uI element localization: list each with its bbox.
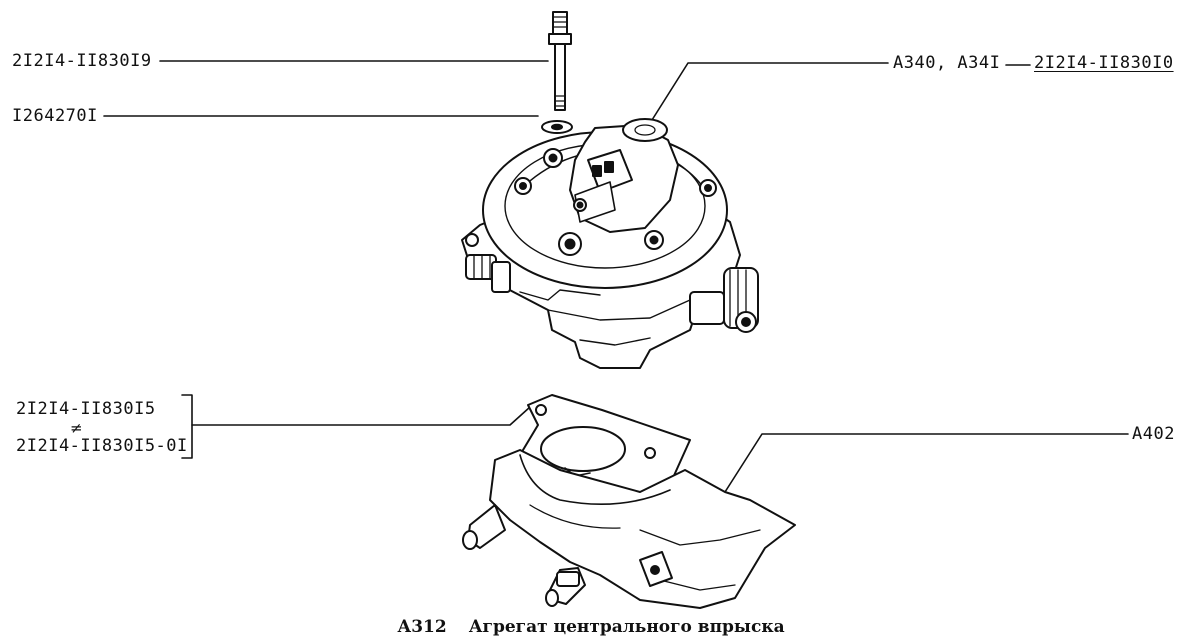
label-gasket-1: 2I2I4-II830I5 — [16, 399, 156, 419]
leader-lines — [103, 60, 1129, 493]
left-fuel-fitting — [465, 254, 511, 293]
leader-assembly — [651, 62, 889, 121]
label-bolt: 2I2I4-II830I9 — [12, 51, 152, 71]
manifold-stub-upper — [462, 504, 506, 550]
pressure-regulator-cap — [622, 118, 668, 142]
injection-unit-assembly — [461, 118, 759, 369]
intake-manifold — [462, 449, 796, 609]
manifold-sensor-boss — [639, 551, 673, 587]
bolt-shank — [554, 43, 566, 111]
gasket-bracket — [181, 394, 193, 459]
washer-part — [541, 120, 573, 134]
figure-caption: А312 Агрегат центрального впрыска — [0, 616, 1182, 638]
injector-connector — [574, 149, 633, 223]
label-manifold: A402 — [1132, 424, 1175, 444]
label-gasket-2: 2I2I4-II830I5-0I — [16, 436, 188, 456]
leader-gasket — [191, 406, 531, 426]
label-assembly-part: 2I2I4-II830I0 — [1034, 53, 1174, 73]
right-fuel-fitting — [689, 267, 759, 333]
caption-code: А312 — [397, 617, 447, 637]
label-washer: I264270I — [12, 106, 98, 126]
caption-title: Агрегат центрального впрыска — [468, 617, 785, 637]
bolt-part — [548, 11, 572, 111]
bolt-head — [552, 11, 568, 35]
gasket-hole-left — [535, 404, 547, 416]
gasket-bore — [540, 426, 626, 472]
mounting-bosses — [465, 148, 717, 256]
not-equal-sign: ≠ — [70, 419, 83, 437]
manifold-stub-lower — [545, 567, 586, 607]
label-assembly: A340, A34I — [893, 53, 1001, 73]
bolt-collar — [548, 33, 572, 45]
gasket-hole-right — [644, 447, 656, 459]
leader-manifold — [724, 433, 1129, 493]
manifold-body — [489, 449, 796, 609]
